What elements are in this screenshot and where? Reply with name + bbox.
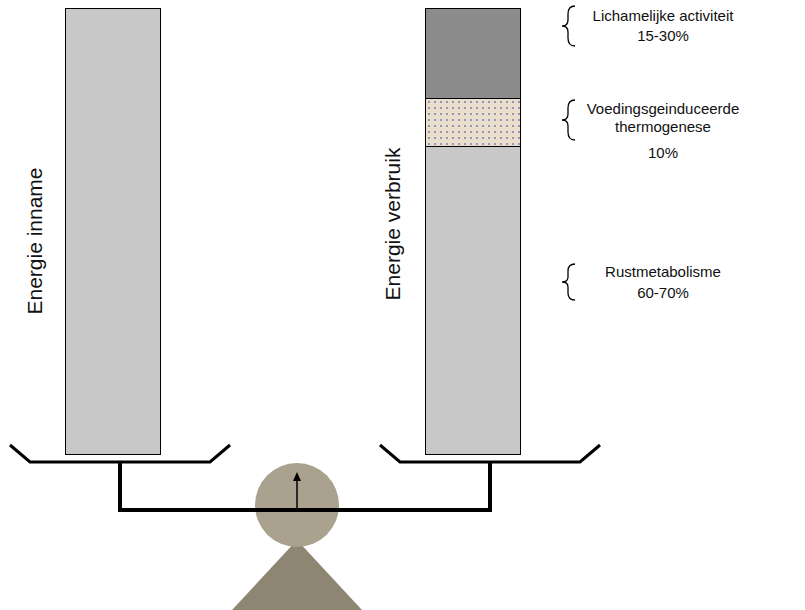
segment-label: Rustmetabolisme <box>553 263 773 281</box>
bar-title: Energie verbruik <box>381 148 405 301</box>
curly-brace <box>562 6 575 46</box>
segment-label: Lichamelijke activiteit <box>553 7 773 25</box>
segment-label: 15-30% <box>603 27 723 45</box>
energy-bar: Energie verbruik <box>425 8 521 455</box>
segment-label: Voedingsgeinduceerde thermogenese <box>568 100 758 136</box>
indicator-arrowhead <box>293 472 301 481</box>
bar-title: Energie inname <box>23 167 47 314</box>
dotted-segment <box>426 98 520 147</box>
scale-base <box>232 540 362 610</box>
indicator-arrow <box>296 478 298 510</box>
energy-bar: Energie inname <box>65 8 161 455</box>
segment-label: 60-70% <box>603 284 723 302</box>
curly-brace <box>562 100 575 140</box>
scale-pivot <box>255 463 339 547</box>
curly-brace <box>562 264 575 300</box>
scale-beam <box>120 462 490 510</box>
segment-label: 10% <box>603 144 723 162</box>
